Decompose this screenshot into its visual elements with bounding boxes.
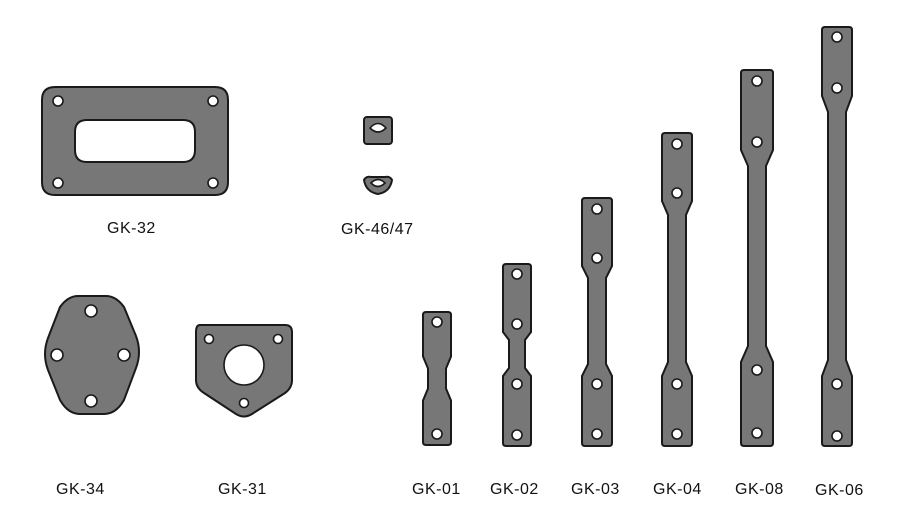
gasket-gk-46: [363, 116, 393, 145]
strip-body: [581, 197, 613, 447]
bolt-hole: [52, 177, 64, 189]
gasket-gk-03: [581, 197, 613, 447]
label-gk-08: GK-08: [735, 481, 784, 498]
bolt-hole: [431, 428, 443, 440]
label-gk-31: GK-31: [218, 481, 267, 498]
strip-body: [821, 26, 853, 447]
gasket-gk-31: [195, 324, 293, 418]
bolt-hole: [84, 304, 98, 318]
strip-body: [502, 263, 532, 447]
label-gk-32: GK-32: [107, 220, 156, 237]
label-gk-04: GK-04: [653, 481, 702, 498]
gasket-gk-32: [41, 86, 229, 196]
gasket-gk-02: [502, 263, 532, 447]
bolt-hole: [831, 82, 843, 94]
bolt-hole: [751, 427, 763, 439]
bolt-hole: [50, 348, 64, 362]
bolt-hole: [831, 430, 843, 442]
bolt-hole: [431, 316, 443, 328]
label-gk-03: GK-03: [571, 481, 620, 498]
bolt-hole: [84, 394, 98, 408]
bolt-hole: [671, 187, 683, 199]
center-hole: [368, 122, 388, 133]
label-gk-02: GK-02: [490, 481, 539, 498]
bolt-hole: [591, 428, 603, 440]
bolt-hole: [511, 268, 523, 280]
bolt-hole: [511, 318, 523, 330]
bolt-hole: [591, 203, 603, 215]
strip-body: [740, 69, 774, 447]
bolt-hole: [207, 177, 219, 189]
gasket-gk-04: [661, 132, 693, 447]
label-gk-34: GK-34: [56, 481, 105, 498]
strip-body: [422, 311, 452, 446]
bolt-hole: [591, 378, 603, 390]
strip-gaskets: [422, 26, 853, 447]
bolt-hole: [203, 333, 215, 345]
center-hole: [369, 178, 387, 188]
gasket-gk-06: [821, 26, 853, 447]
bolt-hole: [831, 31, 843, 43]
center-bore: [223, 344, 265, 386]
bolt-hole: [671, 378, 683, 390]
gasket-gk-47: [362, 175, 394, 196]
bolt-hole: [671, 428, 683, 440]
strip-body: [661, 132, 693, 447]
label-gk-46-47: GK-46/47: [341, 221, 414, 238]
bolt-hole: [511, 378, 523, 390]
gasket-gk-34: [44, 295, 140, 415]
bolt-hole: [272, 333, 284, 345]
gasket-gk-08: [740, 69, 774, 447]
bolt-hole: [591, 252, 603, 264]
bolt-hole: [511, 429, 523, 441]
bolt-hole: [671, 138, 683, 150]
bolt-hole: [831, 378, 843, 390]
bolt-hole: [207, 95, 219, 107]
label-gk-01: GK-01: [412, 481, 461, 498]
label-gk-06: GK-06: [815, 482, 864, 499]
bolt-hole: [238, 397, 250, 409]
bolt-hole: [52, 95, 64, 107]
bolt-hole: [751, 136, 763, 148]
gasket-gk-01: [422, 311, 452, 446]
bolt-hole: [117, 348, 131, 362]
bolt-hole: [751, 75, 763, 87]
bolt-hole: [751, 364, 763, 376]
